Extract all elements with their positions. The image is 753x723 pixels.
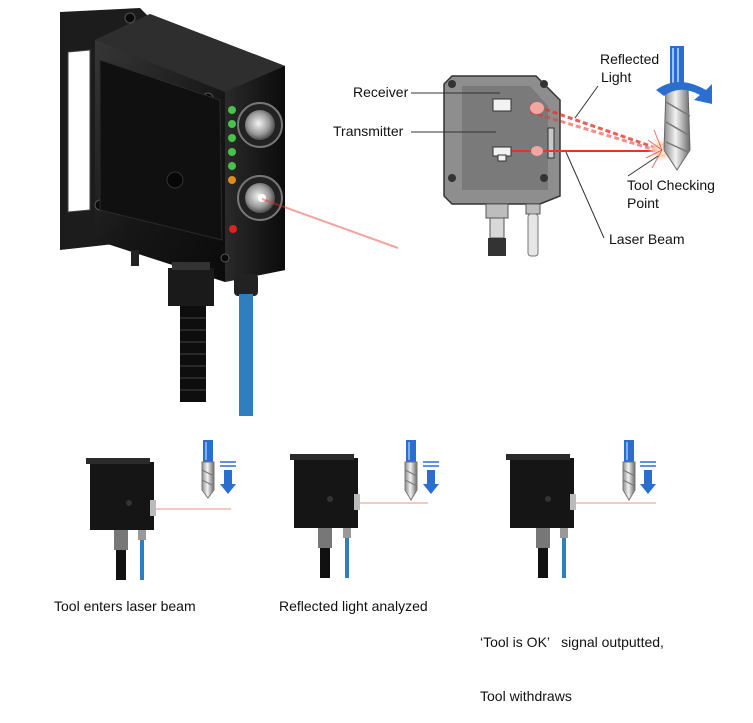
receiver-label: Receiver xyxy=(353,84,409,100)
diagram-svg xyxy=(60,8,712,580)
black-cable xyxy=(180,306,206,402)
laser-beam-label: Laser Beam xyxy=(609,231,685,247)
reflected-light-label-line2: Light xyxy=(601,69,632,85)
down-arrow-icon xyxy=(220,470,236,494)
tool-checking-point-label-line2: Point xyxy=(627,195,659,211)
diagram-canvas: Receiver Transmitter Reflected Light Too… xyxy=(54,8,715,704)
step-3-drill-icon xyxy=(622,440,656,501)
schematic-sensor xyxy=(411,46,712,257)
rotation-arrow-icon xyxy=(656,82,712,104)
status-leds xyxy=(228,106,237,233)
reflected-light-label-line1: Reflected xyxy=(600,51,660,67)
tool-checking-point-label-line1: Tool Checking xyxy=(627,177,715,193)
main-sensor xyxy=(60,8,399,416)
step-2-caption: Reflected light analyzed xyxy=(279,597,428,615)
step-1-drill-icon xyxy=(201,440,236,499)
step-2-illustration xyxy=(290,440,439,578)
blue-cable xyxy=(239,294,253,416)
step-2-caption-line1: Reflected light analyzed xyxy=(279,598,428,614)
step-1-caption: Tool enters laser beam xyxy=(54,597,196,615)
drill-bit-icon xyxy=(656,46,712,171)
step-1-caption-line1: Tool enters laser beam xyxy=(54,598,196,614)
receiver-element xyxy=(492,98,512,112)
step-1-illustration xyxy=(86,440,236,580)
step-3-caption-line2: Tool withdraws xyxy=(480,688,572,704)
step-2-drill-icon xyxy=(404,440,439,501)
down-arrow-icon xyxy=(423,470,439,494)
step-3-illustration xyxy=(506,440,656,578)
step-3-caption: ‘Tool is OK’ signal outputted, Tool with… xyxy=(480,597,664,723)
down-arrow-icon xyxy=(640,470,656,494)
transmitter-label: Transmitter xyxy=(333,123,404,139)
laser-beam-main xyxy=(261,198,399,249)
